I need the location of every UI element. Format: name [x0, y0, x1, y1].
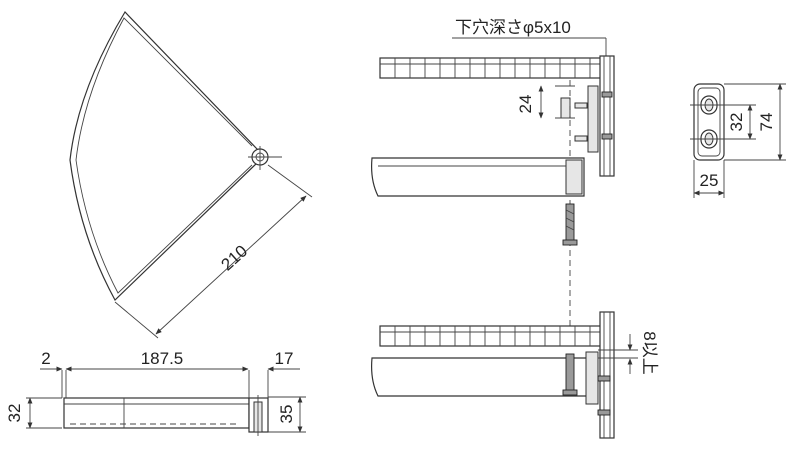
front-view-dimensions: 2 187.5 17 32 35 [5, 349, 306, 433]
wall-rail-top [379, 55, 615, 177]
shelf-front-view [63, 395, 269, 436]
dim-bracket-width-label: 25 [700, 171, 719, 190]
bracket-detail: 32 74 25 [690, 83, 786, 198]
radius-dimension: 210 [114, 164, 313, 339]
dim-hole-pitch-label: 32 [727, 113, 746, 132]
dim-bracket-offset-label: 24 [516, 95, 535, 114]
dim-height-left-label: 32 [5, 404, 24, 423]
dim-gap-left-label: 2 [41, 349, 50, 368]
screw [562, 203, 578, 246]
dim-radius-label: 210 [217, 241, 251, 274]
dim-width-right-label: 17 [275, 349, 294, 368]
wall-rail-bottom [379, 311, 615, 439]
shelf-top-view [69, 11, 282, 301]
dim-bracket-height-label: 74 [757, 113, 776, 132]
dim-width-main-label: 187.5 [141, 349, 184, 368]
bracket-and-screws-top: 24 [516, 80, 613, 330]
shelf-side-top [371, 157, 585, 197]
pilot-hole-note-label: 下穴深さφ5x10 [455, 18, 571, 37]
shelf-mounted-bottom: 8以上 [371, 331, 659, 416]
dim-min-gap-label: 8以上 [640, 331, 659, 374]
dim-height-right-label: 35 [277, 405, 296, 424]
